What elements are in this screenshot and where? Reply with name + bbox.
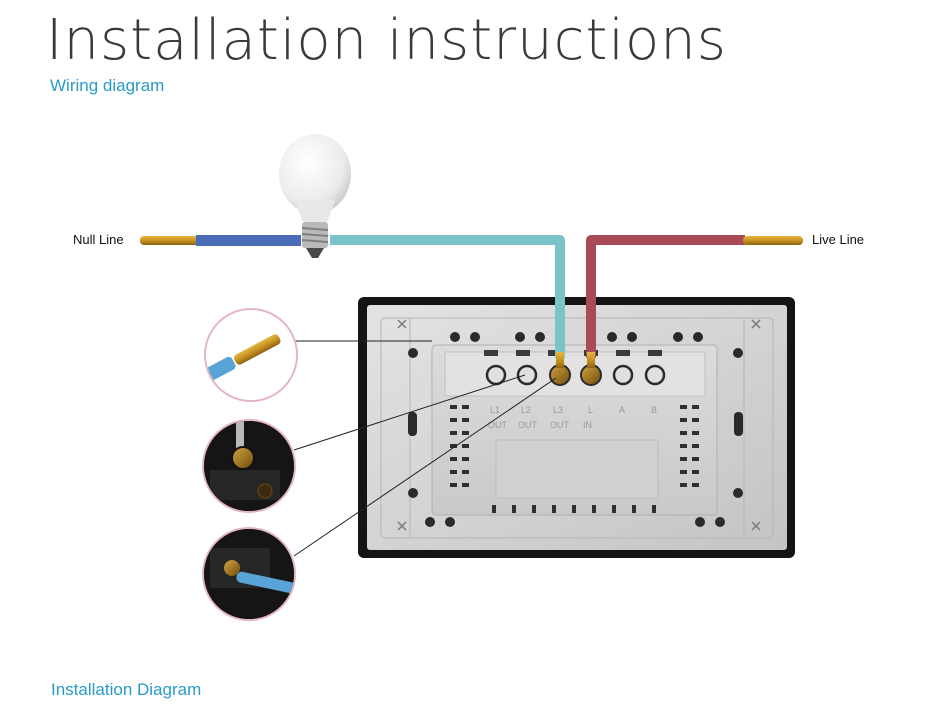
live-wire-copper-tip [743, 236, 803, 245]
terminal-label: IN [583, 420, 592, 430]
live-line-label: Live Line [812, 232, 865, 247]
terminal-label: OUT [518, 420, 538, 430]
switched-wire [330, 235, 565, 358]
section-subtitle: Wiring diagram [50, 76, 165, 95]
detail-stripped-wire [204, 308, 298, 402]
live-wire [586, 235, 745, 358]
detail-wire-inserted [202, 527, 296, 621]
null-wire-copper [140, 236, 200, 245]
light-bulb-icon [279, 134, 351, 258]
wires [140, 235, 803, 368]
terminal-labels: L1 L2 L3 L A B OUT OUT OUT IN [488, 405, 657, 430]
installation-diagram-caption: Installation Diagram [51, 680, 202, 699]
terminal-screws [485, 364, 666, 386]
live-wire-copper [587, 352, 595, 368]
terminal-label: A [619, 405, 625, 415]
terminal-label: L3 [553, 405, 563, 415]
switched-wire-copper [556, 352, 564, 368]
terminal-label: OUT [488, 420, 508, 430]
leader-lines [293, 340, 557, 557]
terminal-label: L [588, 405, 593, 415]
null-wire [196, 235, 301, 246]
terminal-label: L2 [521, 405, 531, 415]
null-line-label: Null Line [73, 232, 124, 247]
terminal-label: B [651, 405, 657, 415]
page-title: Installation instructions [46, 8, 727, 73]
terminal-label: OUT [550, 420, 570, 430]
detail-screw-terminal [202, 419, 296, 513]
terminal-label: L1 [490, 405, 500, 415]
switch-module [431, 344, 718, 516]
